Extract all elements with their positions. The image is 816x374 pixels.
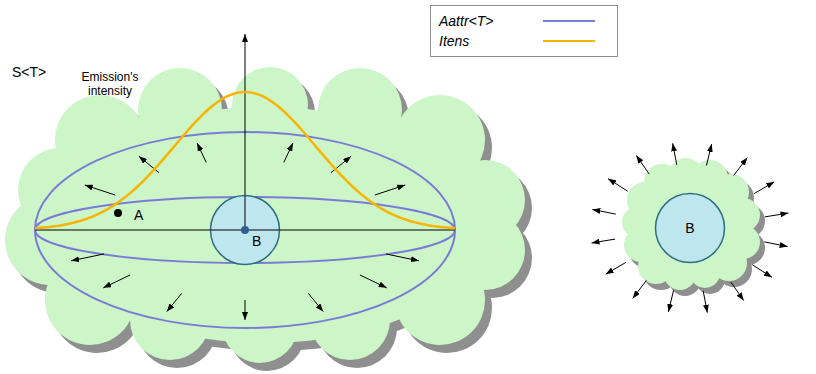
emission-arrow <box>633 280 647 298</box>
emission-arrow <box>245 300 246 320</box>
emission-arrow <box>139 156 159 172</box>
emission-arrows <box>71 143 419 320</box>
emission-arrow <box>765 213 789 217</box>
emission-arrow <box>673 143 677 165</box>
region-circle: B <box>209 194 281 266</box>
emission-arrow <box>636 155 649 174</box>
legend-line-sample <box>539 35 599 47</box>
point-label: A <box>134 207 143 224</box>
emission-arrow <box>167 293 182 311</box>
axis-arrow <box>245 34 246 200</box>
emission-arrow <box>608 179 628 192</box>
emission-arrow <box>386 254 419 261</box>
emission-arrow <box>308 293 323 311</box>
emission-arrow <box>731 282 744 301</box>
legend-line-sample <box>539 15 599 27</box>
legend-box: Aattr<T> Itens <box>430 5 618 57</box>
emission-arrow <box>754 182 774 194</box>
region-circle: B <box>654 192 726 264</box>
set-name: S<T> <box>12 64 46 81</box>
legend-row: Itens <box>439 31 609 51</box>
point-dot <box>114 209 122 217</box>
emission-arrow <box>668 290 673 311</box>
emission-arrow <box>606 262 626 274</box>
axis-label: Emission's intensity <box>70 70 150 99</box>
circle-outline <box>209 194 281 266</box>
emission-arrow <box>197 143 206 162</box>
legend-row: Aattr<T> <box>439 11 609 31</box>
node-label: B <box>685 220 694 236</box>
emission-arrow <box>703 291 707 313</box>
emission-arrow <box>706 144 711 165</box>
emission-arrow <box>360 275 387 288</box>
emission-arrow <box>103 275 130 288</box>
emission-arrow <box>85 185 115 195</box>
emission-cloud <box>5 67 525 363</box>
emission-arrow <box>764 242 787 247</box>
emission-arrow <box>592 209 615 214</box>
emission-arrow <box>752 265 772 278</box>
emission-arrows <box>592 143 789 312</box>
emission-arrow <box>734 158 748 176</box>
node-label: B <box>252 233 261 249</box>
legend-label: Aattr<T> <box>439 13 539 29</box>
emission-arrow <box>71 254 104 261</box>
emission-arrow <box>284 143 293 162</box>
emission-arrow <box>375 185 405 195</box>
legend-label: Itens <box>439 33 539 49</box>
emission-arrow <box>331 156 351 172</box>
emission-arrow <box>592 239 616 243</box>
emission-cloud <box>622 158 760 290</box>
